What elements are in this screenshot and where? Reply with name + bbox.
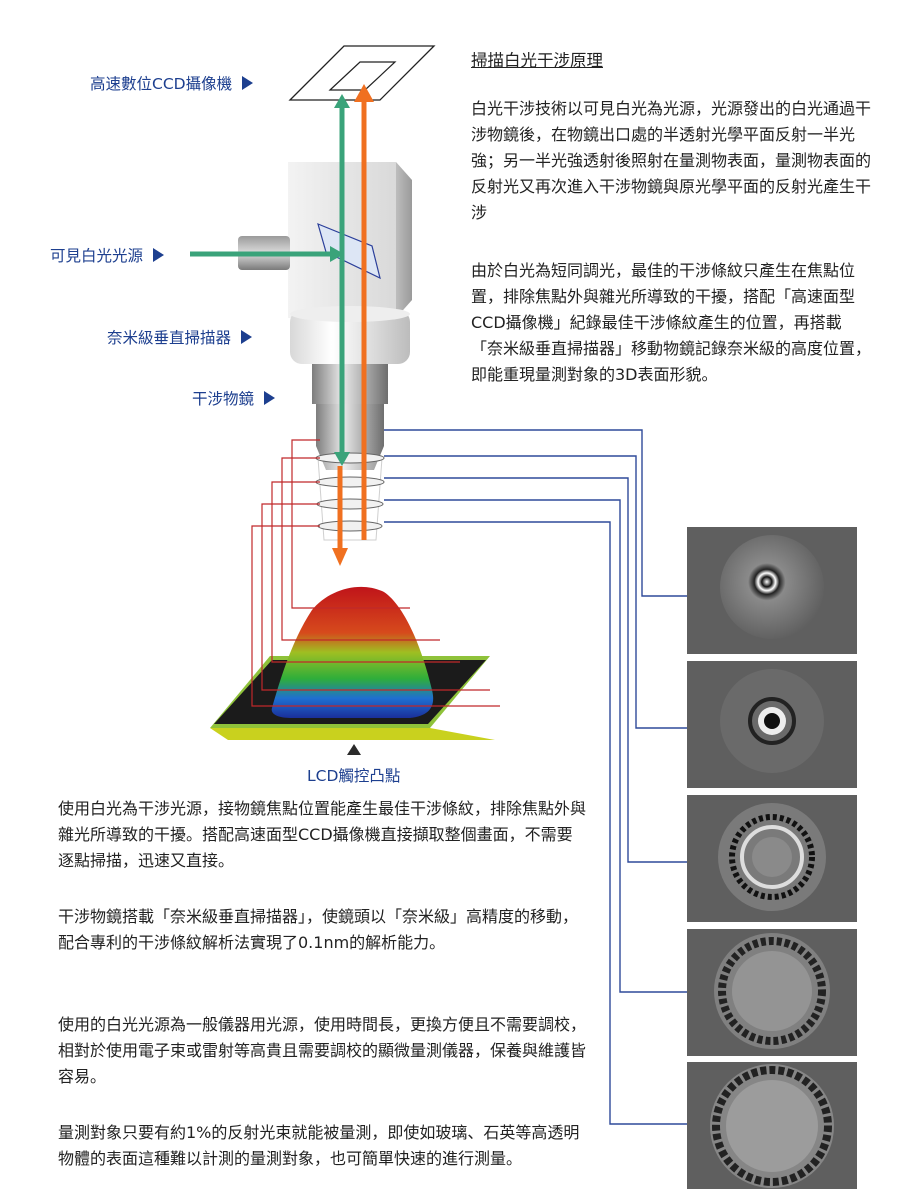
light-source-label: 可見白光光源 [50, 244, 165, 266]
feature-paragraph: 干涉物鏡搭載「奈米級垂直掃描器」，使鏡頭以「奈米級」高精度的移動，配合專利的干涉… [58, 907, 579, 952]
principle-paragraph-1: 白光干涉技術以可見白光為光源，光源發出的白光通過干涉物鏡後，在物鏡出口處的半透射… [471, 99, 872, 222]
fringe-image-4 [687, 929, 857, 1056]
feature-paragraph: 使用的白光光源為一般儀器用光源，使用時間長，更換方便且不需要調校，相對於使用電子… [58, 1015, 587, 1086]
arrow-right-icon [153, 248, 165, 262]
principle-paragraph-2: 由於白光為短同調光，最佳的干涉條紋只產生在焦點位置，排除焦點外與雜光所導致的干擾… [471, 261, 872, 384]
fringe-image-5 [687, 1062, 857, 1189]
fringe-image-3 [687, 795, 857, 922]
arrow-up-icon [347, 744, 361, 755]
fringe-image-1 [687, 527, 857, 654]
principle-title: 掃描白光干涉原理 [471, 51, 603, 70]
feature-paragraph: 使用白光為干涉光源，接物鏡焦點位置能產生最佳干涉條紋，排除焦點外與雜光所導致的干… [58, 799, 587, 870]
feature-paragraph: 量測對象只要有約1%的反射光束就能被量測，即使如玻璃、石英等高透明物體的表面這種… [58, 1123, 580, 1168]
objective-label: 干涉物鏡 [192, 387, 276, 409]
sample-label: LCD觸控凸點 [307, 767, 401, 785]
arrow-right-icon [264, 391, 276, 405]
camera-label: 高速數位CCD攝像機 [90, 72, 254, 94]
arrow-right-icon [241, 330, 253, 344]
scanner-label: 奈米級垂直掃描器 [107, 326, 253, 348]
fringe-image-2 [687, 661, 857, 788]
arrow-right-icon [242, 76, 254, 90]
